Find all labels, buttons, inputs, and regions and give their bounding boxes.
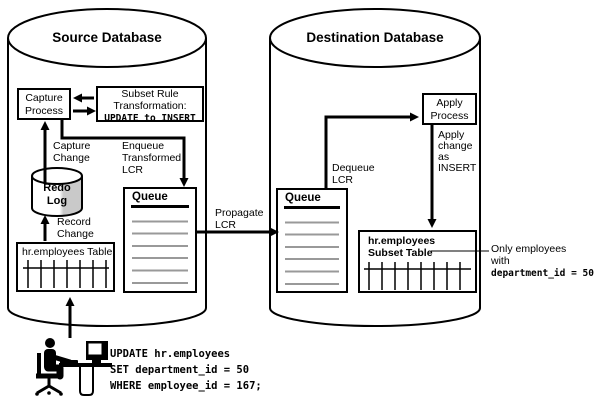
queue-entries [132,214,188,294]
sql-line-2: SET department_id = 50 [110,364,250,376]
annotation-code: department_id = 50 [491,268,594,279]
hr-employees-subset-table-label: hr.employees Subset Table [368,235,436,260]
enqueue-transformed-lcr-label: Enqueue Transformed LCR [122,140,182,177]
apply-process-label: Apply Process [430,97,469,122]
propagate-lcr-label: Propagate LCR [215,207,264,232]
source-queue-box: Queue [123,187,197,294]
subset-rule-transformation-box: Subset Rule Transformation: UPDATE to IN… [96,86,204,125]
table-rows-icon [23,259,109,288]
record-change-label: Record Change [57,216,94,241]
capture-change-label: Capture Change [53,140,91,165]
apply-change-as-insert-label: Apply change as INSERT [438,129,477,175]
dequeue-lcr-label: Dequeue LCR [332,162,375,187]
redo-log-label: Redo Log [43,182,71,207]
sql-statement: UPDATE hr.employees SET department_id = … [110,346,262,394]
hr-employees-table-box: hr.employees Table [16,242,115,292]
table-rows-icon [364,261,471,290]
annotation-line1: Only employees [491,243,567,255]
queue-title-rule [284,206,340,209]
capture-process-box: Capture Process [17,88,71,120]
source-database-title: Source Database [52,30,162,45]
destination-queue-title: Queue [285,192,321,204]
subset-rule-code: UPDATE to INSERT [104,113,196,125]
destination-queue-box: Queue [276,188,348,295]
queue-entries [285,215,339,295]
destination-database-title: Destination Database [306,30,444,45]
annotation-line2: with [491,255,510,267]
user-at-computer-icon [35,338,112,396]
apply-process-box: Apply Process [422,93,477,125]
capture-process-label: Capture Process [25,92,63,117]
source-queue-title: Queue [132,191,168,203]
subset-annotation: Only employees with department_id = 50 [491,243,594,280]
subset-rule-transformation-label: Subset Rule Transformation: [113,88,187,112]
queue-title-rule [131,205,189,208]
hr-employees-table-label: hr.employees Table [22,246,113,258]
sql-line-3: WHERE employee_id = 167; [110,380,262,392]
hr-employees-subset-table-box: hr.employees Subset Table [358,230,477,293]
sql-line-1: UPDATE hr.employees [110,348,231,360]
